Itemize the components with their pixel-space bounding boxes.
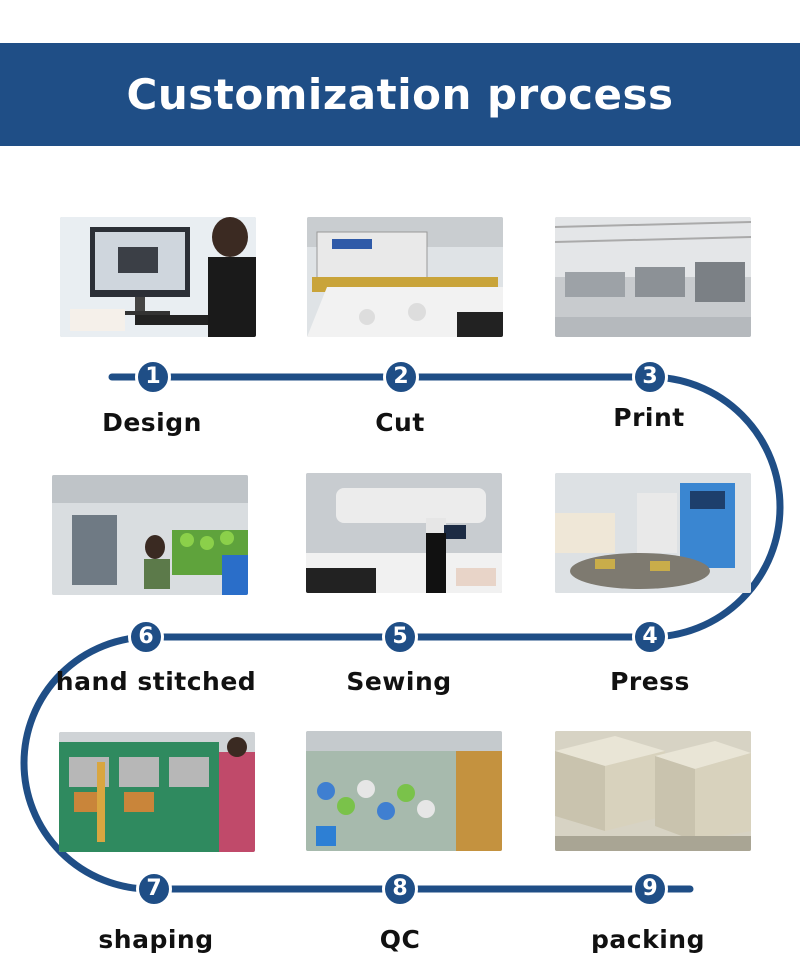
- step-1-photo: [60, 217, 256, 337]
- step-2-photo: [307, 217, 503, 337]
- step-9-badge: 9: [632, 871, 668, 907]
- step-3-badge: 3: [632, 359, 668, 395]
- title-banner: Customization process: [0, 43, 800, 146]
- step-8-photo: [306, 731, 502, 851]
- page-title: Customization process: [126, 70, 674, 119]
- step-1-label: Design: [102, 408, 202, 437]
- step-1-badge: 1: [135, 359, 171, 395]
- step-7-photo: [59, 732, 255, 852]
- step-7-label: shaping: [98, 925, 214, 954]
- step-9-label: packing: [591, 925, 705, 954]
- step-8-label: QC: [379, 925, 421, 954]
- step-4-label: Press: [610, 667, 690, 696]
- step-6-photo: [52, 475, 248, 595]
- step-3-label: Print: [613, 403, 685, 432]
- step-6-label: hand stitched: [55, 667, 257, 696]
- step-2-label: Cut: [375, 408, 425, 437]
- step-4-photo: [555, 473, 751, 593]
- step-5-photo: [306, 473, 502, 593]
- step-8-badge: 8: [382, 871, 418, 907]
- step-5-label: Sewing: [346, 667, 452, 696]
- step-6-badge: 6: [128, 619, 164, 655]
- step-9-photo: [555, 731, 751, 851]
- step-3-photo: [555, 217, 751, 337]
- step-2-badge: 2: [383, 359, 419, 395]
- step-5-badge: 5: [382, 619, 418, 655]
- step-7-badge: 7: [136, 871, 172, 907]
- step-4-badge: 4: [632, 619, 668, 655]
